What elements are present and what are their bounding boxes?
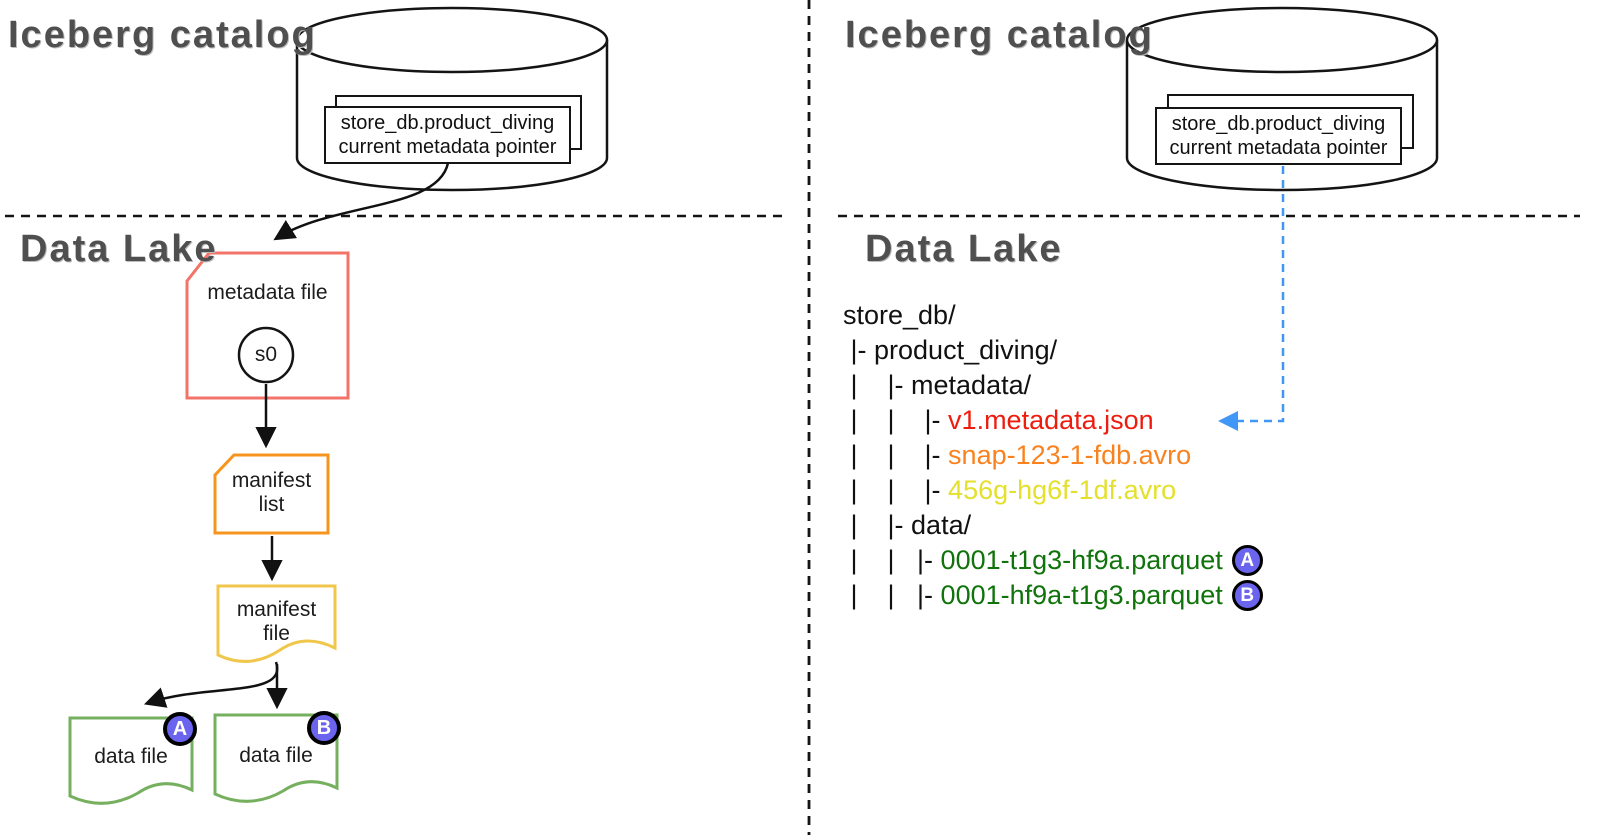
file-tree: store_db/ |- product_diving/ | |- metada… — [843, 298, 1363, 613]
tree-line: | | |- snap-123-1-fdb.avro — [843, 438, 1363, 473]
snapshot-s0-circle — [237, 326, 295, 384]
snapshot-s0-label: s0 — [254, 343, 278, 366]
badge-b: B — [307, 711, 341, 745]
arrow-manifest-file-to-data-file-a — [143, 661, 279, 708]
pointer-label: current metadata pointer — [338, 136, 557, 158]
badge-b: B — [1231, 580, 1263, 611]
right-catalog-title: Iceberg catalog — [845, 14, 1154, 56]
badge-a: A — [1231, 545, 1263, 576]
arrow-catalog-to-metadata-file — [273, 162, 450, 241]
tree-file-name: v1.metadata.json — [948, 405, 1154, 435]
arrow-pointer-to-v1-metadata — [1218, 166, 1285, 431]
pointer-label: current metadata pointer — [1169, 137, 1388, 159]
tree-line-prefix: | | |- — [843, 440, 949, 470]
tree-line-prefix: | |- — [843, 510, 912, 540]
tree-file-name: data/ — [911, 510, 972, 540]
tree-file-name: 0001-t1g3-hf9a.parquet — [940, 545, 1223, 575]
table-name: store_db.product_diving — [340, 112, 555, 134]
tree-file-name: 456g-hg6f-1df.avro — [948, 475, 1177, 505]
tree-line-prefix: | | |- — [843, 475, 949, 505]
right-metadata-pointer-box: store_db.product_diving current metadata… — [1156, 108, 1401, 164]
tree-line: |- product_diving/ — [843, 333, 1363, 368]
tree-file-name: product_diving/ — [874, 335, 1058, 365]
tree-line: | | |- 0001-t1g3-hf9a.parquet A — [843, 543, 1363, 578]
left-catalog-title: Iceberg catalog — [8, 14, 317, 56]
left-data-lake-title: Data Lake — [20, 228, 218, 270]
tree-line: | |- metadata/ — [843, 368, 1363, 403]
left-metadata-pointer-box: store_db.product_diving current metadata… — [325, 107, 570, 163]
tree-line: | |- data/ — [843, 508, 1363, 543]
data-file-b-shape — [213, 713, 339, 803]
tree-line-prefix: | | |- — [843, 405, 949, 435]
manifest-list-label: manifest list — [231, 469, 312, 516]
tree-line: | | |- v1.metadata.json — [843, 403, 1363, 438]
tree-line-prefix: |- — [843, 335, 875, 365]
data-file-b-label: data file — [239, 744, 313, 767]
tree-line-prefix: | | |- — [843, 545, 941, 575]
metadata-file-shape — [185, 251, 350, 400]
tree-file-name: store_db/ — [843, 300, 956, 330]
manifest-file-label: manifest file — [236, 598, 317, 645]
right-data-lake-title: Data Lake — [865, 228, 1063, 270]
manifest-file-shape — [216, 584, 337, 663]
manifest-list-shape — [213, 453, 330, 535]
data-file-a-shape — [68, 716, 194, 805]
tree-file-name: 0001-hf9a-t1g3.parquet — [940, 580, 1223, 610]
tree-line: | | |- 0001-hf9a-t1g3.parquet B — [843, 578, 1363, 613]
tree-line: store_db/ — [843, 298, 1363, 333]
tree-file-name: snap-123-1-fdb.avro — [948, 440, 1192, 470]
table-name: store_db.product_diving — [1171, 113, 1386, 135]
right-pointer-box-front — [1155, 107, 1402, 165]
metadata-file-label: metadata file — [207, 281, 328, 304]
tree-line-prefix: | |- — [843, 370, 912, 400]
data-file-a-label: data file — [94, 745, 168, 768]
badge-a: A — [163, 712, 197, 746]
tree-file-name: metadata/ — [911, 370, 1032, 400]
tree-line-prefix: | | |- — [843, 580, 941, 610]
tree-line: | | |- 456g-hg6f-1df.avro — [843, 473, 1363, 508]
left-pointer-box-front — [324, 106, 571, 164]
